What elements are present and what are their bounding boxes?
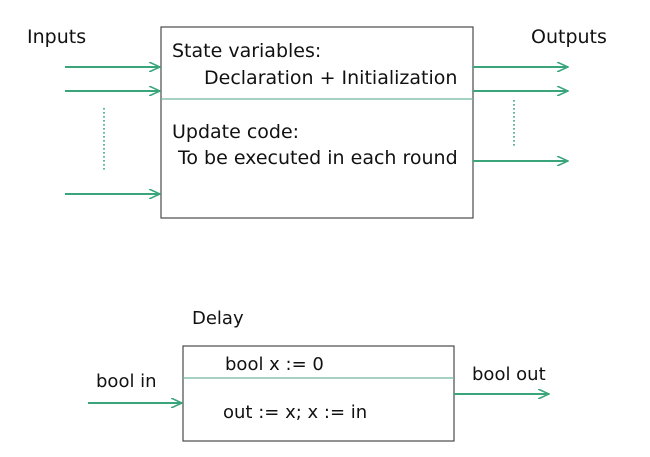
delay-output-label: bool out — [472, 364, 546, 385]
delay-state-line: bool x := 0 — [225, 354, 324, 375]
component-box — [160, 26, 474, 219]
update-code-body: To be executed in each round — [178, 147, 458, 169]
update-code-heading: Update code: — [172, 121, 300, 143]
state-variables-body: Declaration + Initialization — [204, 67, 458, 89]
delay-title: Delay — [192, 308, 244, 329]
outputs-label: Outputs — [531, 26, 607, 48]
state-variables-heading: State variables: — [172, 40, 322, 62]
inputs-label: Inputs — [27, 26, 87, 48]
delay-input-label: bool in — [96, 371, 157, 392]
delay-update-line: out := x; x := in — [223, 402, 368, 423]
